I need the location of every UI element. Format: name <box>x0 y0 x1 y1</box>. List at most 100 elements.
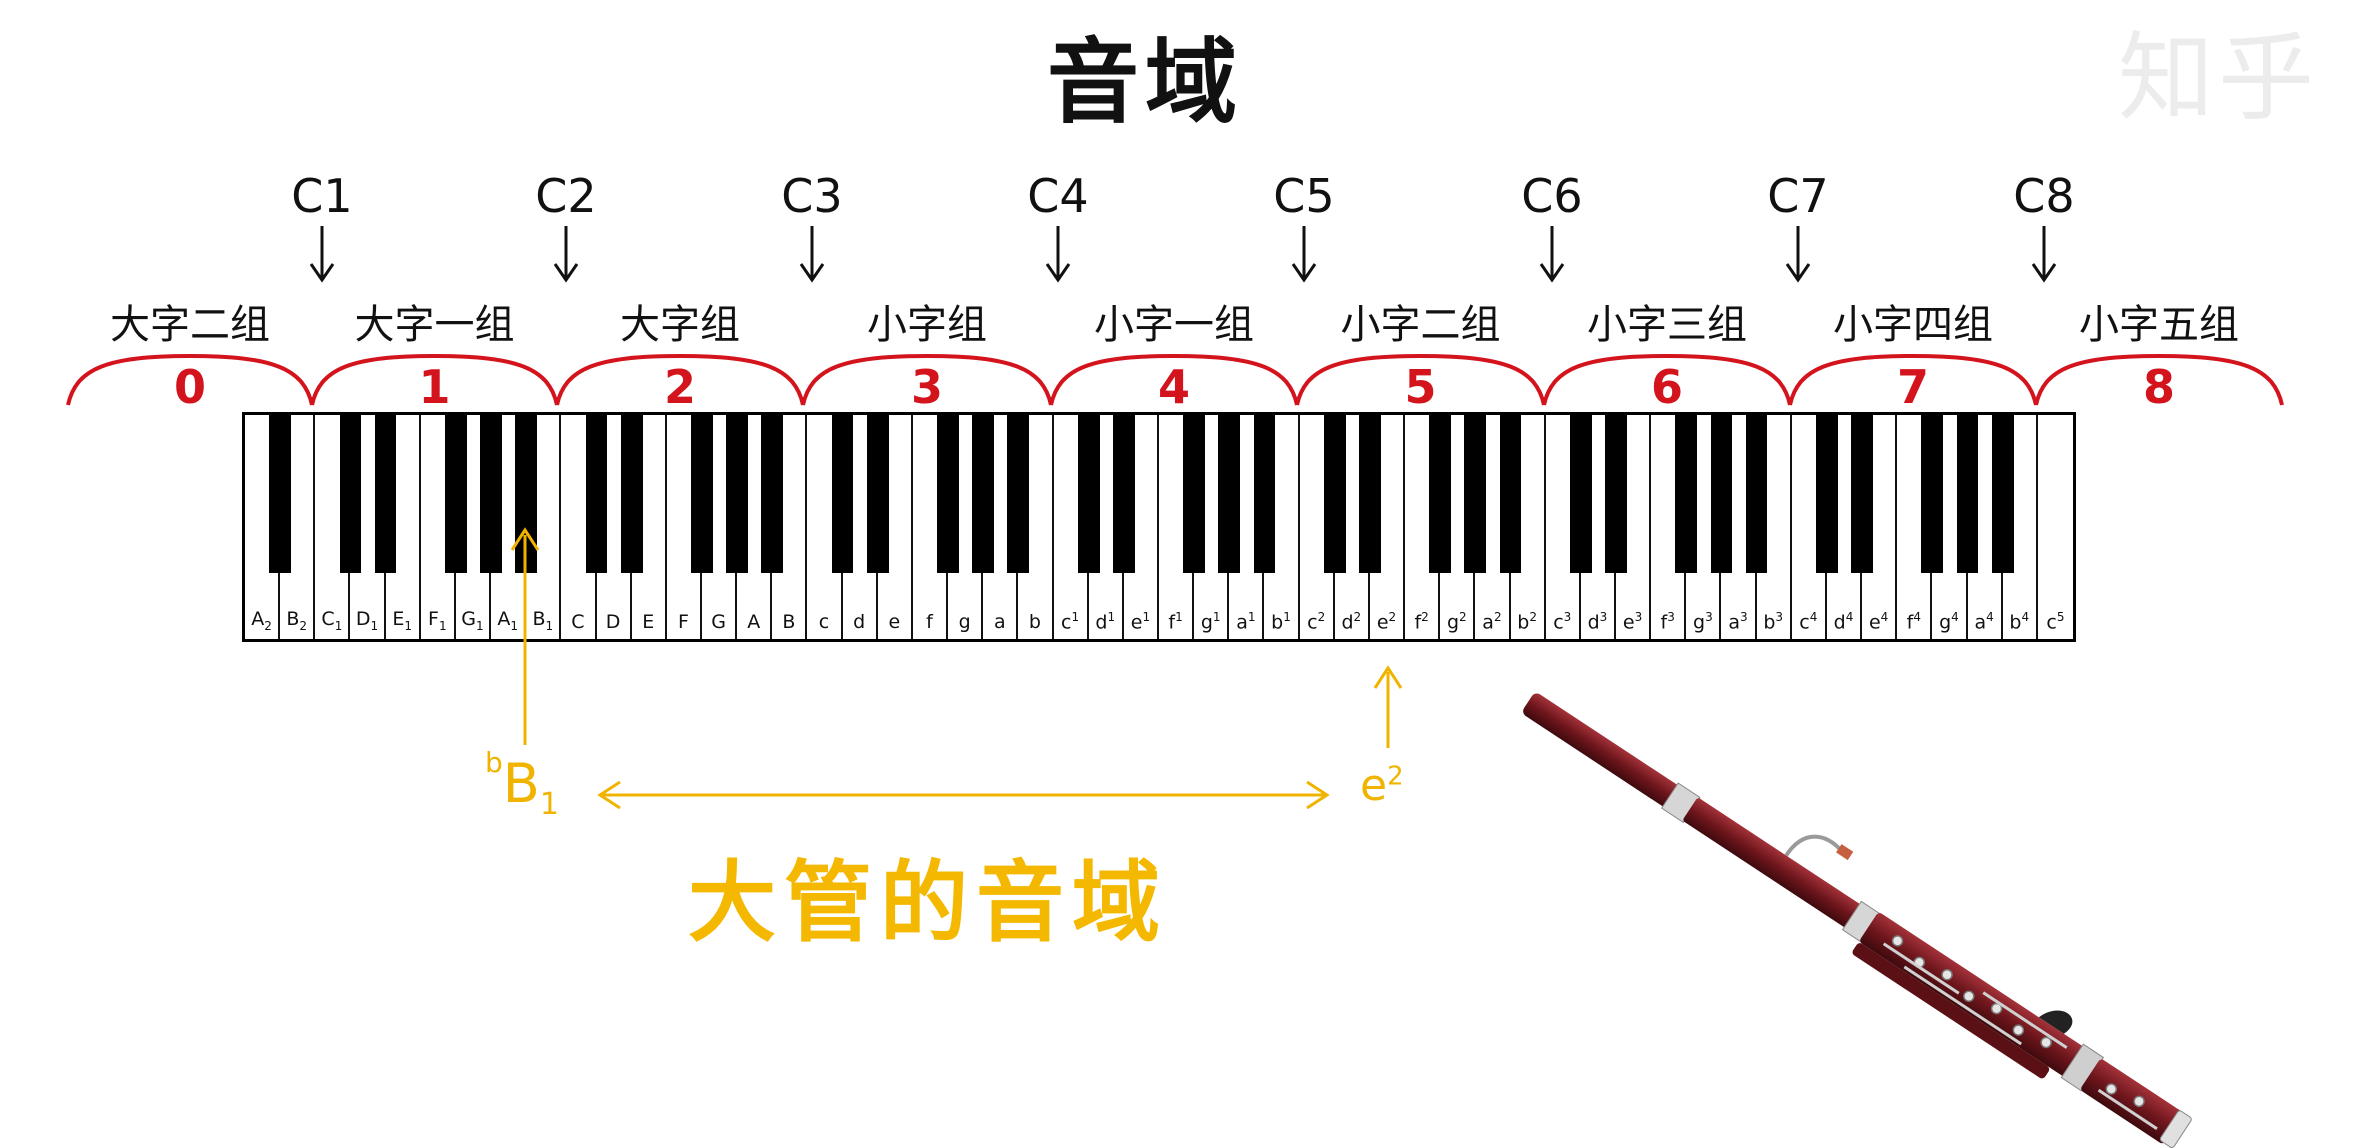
down-arrow-icon <box>2031 226 2057 283</box>
white-key-label: d1 <box>1095 609 1116 633</box>
black-key <box>937 415 959 573</box>
black-key <box>831 415 854 573</box>
octave-group-number: 6 <box>1650 360 1684 414</box>
white-key: e4 <box>1862 415 1898 639</box>
white-key-label: g1 <box>1200 609 1221 633</box>
black-key <box>1183 415 1206 573</box>
octave-group-name: 小字三组 <box>1587 302 1747 348</box>
white-key: e1 <box>1124 415 1159 639</box>
c-marker-c8: C8 <box>1994 168 2094 284</box>
white-key-label: c5 <box>2046 609 2065 633</box>
c-marker-label: C3 <box>781 169 843 223</box>
c-marker-label: C7 <box>1767 169 1829 223</box>
black-key <box>1429 415 1452 573</box>
down-arrow-icon <box>1785 226 1811 283</box>
c-marker-c5: C5 <box>1254 168 1354 284</box>
octave-bracket <box>1542 353 1792 406</box>
black-key <box>1675 415 1698 573</box>
black-key <box>1499 415 1522 573</box>
black-key <box>1253 415 1276 573</box>
black-key <box>1112 415 1135 573</box>
octave-bracket <box>1788 353 2038 406</box>
white-key-label: C1 <box>321 608 343 633</box>
zhihu-watermark: 知乎 <box>2118 22 2318 134</box>
white-key-label: G1 <box>461 608 484 633</box>
octave-group-name: 小字四组 <box>1833 302 1993 348</box>
white-key: B1 <box>526 415 562 639</box>
c-marker-c7: C7 <box>1748 168 1848 284</box>
down-arrow-icon <box>553 226 579 283</box>
c-marker-label: C8 <box>2013 169 2075 223</box>
white-key: e <box>878 415 913 639</box>
bassoon-range-title: 大管的音域 <box>688 851 1169 954</box>
c-marker-label: C6 <box>1521 169 1583 223</box>
white-key-label: e3 <box>1622 609 1643 633</box>
white-key: E1 <box>386 415 421 639</box>
c-marker-label: C4 <box>1027 169 1089 223</box>
white-key: b4 <box>2003 415 2038 639</box>
white-key-label: e1 <box>1130 609 1151 633</box>
c-marker-c2: C2 <box>516 168 616 284</box>
octave-bracket <box>801 353 1053 406</box>
white-key-label: e <box>888 611 901 633</box>
c-marker-c6: C6 <box>1502 168 1602 284</box>
white-key-label: g4 <box>1939 609 1959 633</box>
white-key-label: g2 <box>1446 609 1467 633</box>
low-note-up-arrow-icon <box>510 527 540 745</box>
black-key <box>1007 415 1030 573</box>
black-key <box>585 415 608 573</box>
white-key: b2 <box>1511 415 1546 639</box>
white-key-label: B <box>782 611 796 633</box>
white-key-label: c4 <box>1799 609 1818 633</box>
octave-group-number: 0 <box>173 360 207 414</box>
white-key-label: c1 <box>1061 609 1080 633</box>
white-key: e2 <box>1370 415 1406 639</box>
octave-group-name: 小字五组 <box>2079 302 2239 348</box>
white-key-label: F <box>677 611 689 633</box>
white-key-label: d2 <box>1341 609 1362 633</box>
octave-group-name: 大字一组 <box>354 302 515 348</box>
octave-group-name: 大字组 <box>620 302 740 348</box>
black-key <box>1359 415 1381 573</box>
c-marker-c1: C1 <box>272 168 372 284</box>
white-key-label: a2 <box>1482 609 1502 633</box>
white-key-label: a3 <box>1728 609 1748 633</box>
black-key <box>691 415 713 573</box>
c-marker-label: C2 <box>535 169 597 223</box>
c-marker-c4: C4 <box>1008 168 1108 284</box>
white-key-label: B1 <box>532 608 554 633</box>
black-key <box>480 415 502 573</box>
page-title: 音域 <box>1046 29 1243 136</box>
white-key-label: f2 <box>1414 609 1429 633</box>
white-key: B2 <box>280 415 316 639</box>
octave-group-name: 小字一组 <box>1094 302 1254 348</box>
octave-group-number: 7 <box>1896 360 1930 414</box>
white-key-label: D1 <box>355 608 379 633</box>
white-key-label: a1 <box>1236 609 1256 633</box>
black-key <box>1323 415 1346 573</box>
high-note-up-arrow-icon <box>1373 665 1403 748</box>
white-key-label: f3 <box>1660 609 1675 633</box>
high-note-label: e2 <box>1360 760 1404 811</box>
black-key <box>515 415 538 573</box>
white-key: E <box>632 415 667 639</box>
octave-group-name: 大字二组 <box>110 302 270 348</box>
white-key: B <box>772 415 808 639</box>
c-marker-label: C5 <box>1273 169 1335 223</box>
white-key-label: b3 <box>1763 609 1784 633</box>
octave-group-number: 8 <box>2142 360 2176 414</box>
black-key <box>1991 415 2014 573</box>
black-key <box>1851 415 1873 573</box>
white-key-label: a <box>993 611 1006 633</box>
black-key <box>972 415 995 573</box>
white-key-label: a4 <box>1974 609 1994 633</box>
down-arrow-icon <box>799 226 825 283</box>
black-key <box>1464 415 1487 573</box>
octave-group-number: 1 <box>418 360 451 414</box>
black-key <box>374 415 397 573</box>
white-key: b <box>1018 415 1054 639</box>
